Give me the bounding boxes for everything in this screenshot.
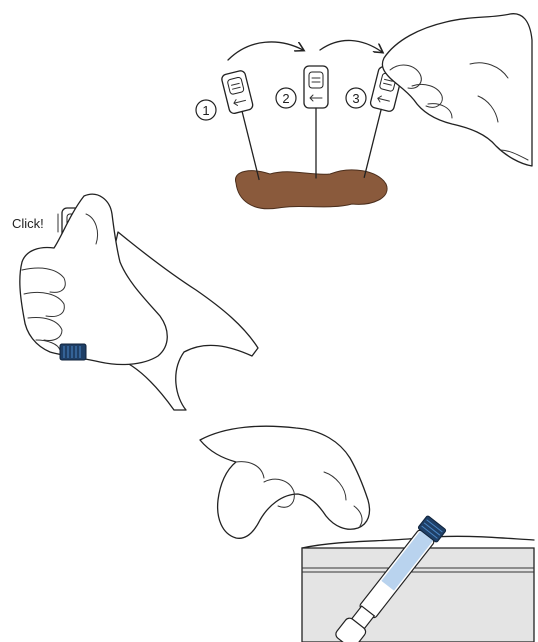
swab-1 [221, 70, 271, 183]
swab-cap-blue [60, 344, 86, 360]
step-3-marker: 3 [346, 88, 366, 108]
panel-sampling: 1 2 3 [196, 14, 532, 209]
swab-2 [304, 66, 328, 178]
step-1-label: 1 [202, 103, 209, 118]
step-1-marker: 1 [196, 100, 216, 120]
step-2-label: 2 [282, 91, 289, 106]
hand-holding-tube [200, 426, 370, 538]
click-label: Click! [12, 216, 44, 231]
panel-click: Click! [12, 194, 258, 410]
step-2-marker: 2 [276, 88, 296, 108]
step-3-label: 3 [352, 91, 359, 106]
arrow-1-to-2 [228, 42, 303, 60]
panel-bag [200, 426, 534, 642]
hand-right-top [382, 14, 532, 166]
arrow-2-to-3 [320, 40, 382, 52]
